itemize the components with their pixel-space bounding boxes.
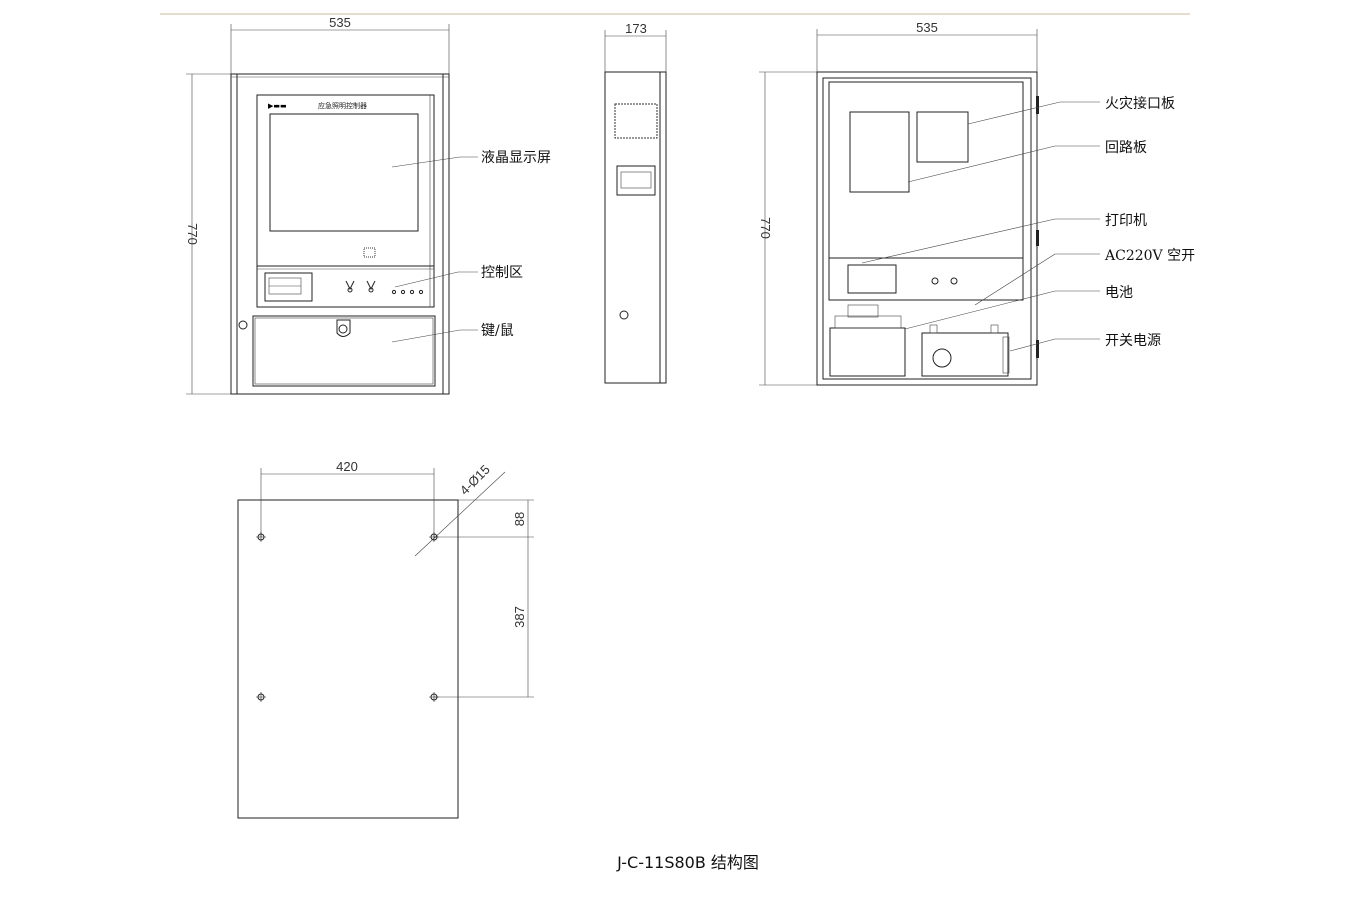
back-view: 535 770 火灾接口板 回路板 打印机 AC220V 空开 电池 开关电源 — [758, 20, 1195, 386]
lcd-screen — [269, 113, 419, 232]
panel-title: 应急照明控制器 — [318, 101, 367, 110]
hole-spacing-dim: 420 — [336, 459, 358, 474]
label-battery: 电池 — [1105, 285, 1133, 301]
front-panel — [256, 94, 435, 308]
label-psu: 开关电源 — [1105, 333, 1161, 349]
back-control-plate — [828, 257, 1024, 301]
vertical-spacing-dim: 387 — [512, 606, 527, 628]
back-height-dim: 770 — [758, 217, 773, 239]
vent-grille — [614, 103, 658, 139]
switching-psu — [921, 332, 1009, 377]
front-width-dim: 535 — [329, 15, 351, 30]
back-width-dim: 535 — [916, 20, 938, 35]
brand-logo: ▶▬▬ — [268, 102, 287, 110]
label-breaker: AC220V 空开 — [1104, 248, 1195, 264]
side-depth-dim: 173 — [625, 21, 647, 36]
door-lock-icon — [238, 320, 248, 330]
label-lcd: 液晶显示屏 — [481, 150, 551, 166]
mounting-holes — [256, 532, 439, 702]
label-fire-interface: 火灾接口板 — [1105, 95, 1175, 112]
printer-slot — [264, 272, 313, 302]
front-height-dim: 770 — [185, 223, 200, 245]
lock-icon — [336, 319, 351, 337]
drawing-title: J-C-11S80B 结构图 — [616, 853, 759, 872]
keyboard-drawer — [252, 315, 436, 387]
speaker-grille-icon — [363, 247, 376, 258]
side-window — [616, 165, 656, 196]
front-view: 535 770 ▶▬▬ 应急照明控制器 液晶显示屏 控制区 键/鼠 — [185, 15, 551, 395]
loop-board — [849, 111, 910, 193]
mounting-view: 420 88 387 4-Ø15 — [237, 459, 534, 819]
fire-interface-board — [916, 111, 969, 163]
label-loop-board: 回路板 — [1105, 140, 1147, 156]
hole-spec-label: 4-Ø15 — [457, 462, 493, 498]
top-offset-dim: 88 — [512, 512, 527, 526]
label-control: 控制区 — [481, 265, 523, 281]
battery — [829, 327, 906, 377]
side-hole — [619, 310, 629, 320]
control-knobs — [345, 280, 424, 295]
label-printer: 打印机 — [1105, 212, 1147, 229]
side-view: 173 — [604, 21, 667, 384]
label-keyboard: 键/鼠 — [481, 323, 514, 339]
